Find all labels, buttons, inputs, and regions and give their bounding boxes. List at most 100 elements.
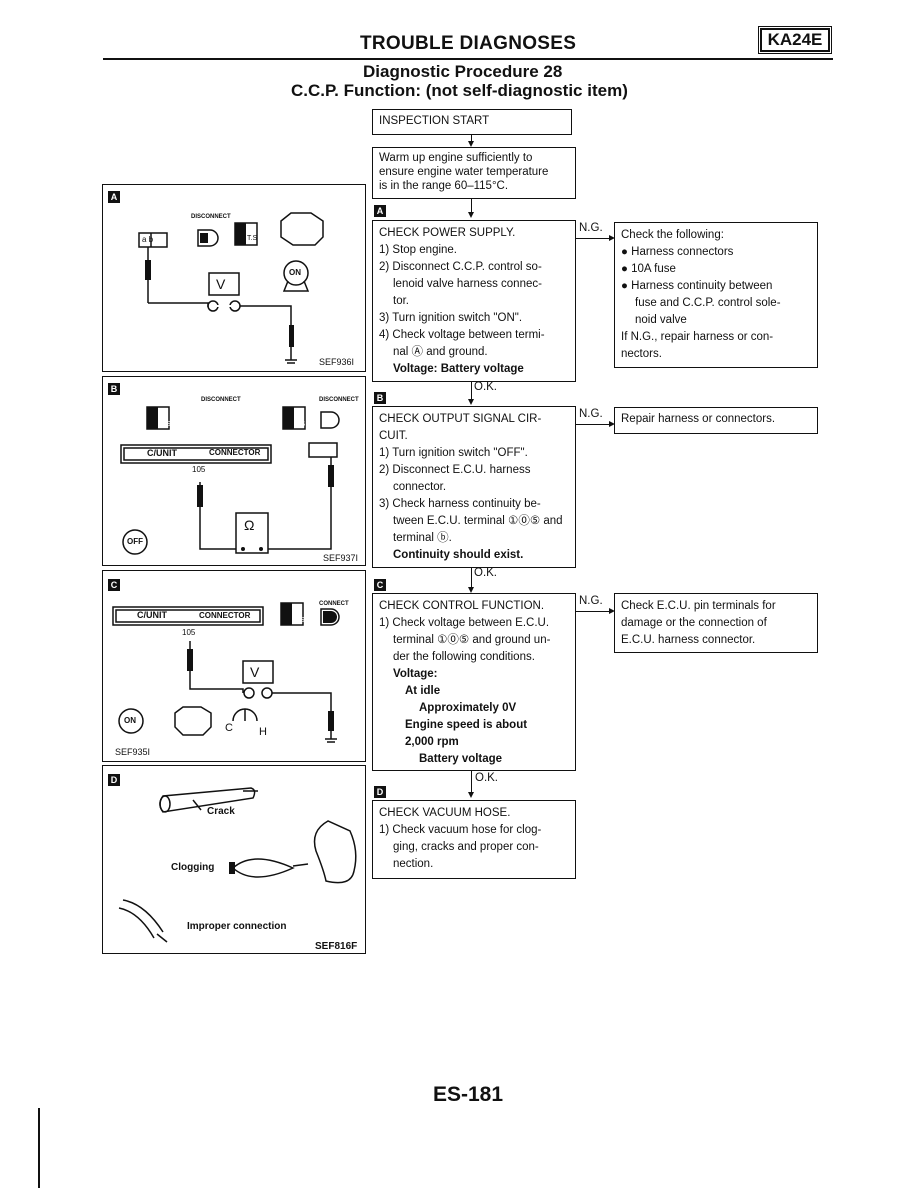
- step-a-line: 2) Disconnect C.C.P. control so-: [379, 261, 542, 273]
- figure-code: SEF936I: [319, 357, 355, 367]
- connector-line: [576, 238, 610, 239]
- step-a-line: 4) Check voltage between termi-: [379, 329, 545, 341]
- step-d-box: CHECK VACUUM HOSE. 1) Check vacuum hose …: [372, 800, 576, 879]
- figure-d-diagram: [118, 787, 357, 943]
- header-rule: [103, 58, 833, 60]
- step-a-line: 1) Stop engine.: [379, 244, 458, 256]
- step-d-line: 1) Check vacuum hose for clog-: [379, 824, 542, 836]
- ng-a-line: fuse and C.C.P. control sole-: [635, 297, 781, 309]
- inspection-start-label: INSPECTION START: [379, 115, 490, 127]
- step-a-ng-box: Check the following: ● Harness connector…: [614, 222, 818, 368]
- ng-a-line: Check the following:: [621, 229, 724, 241]
- figure-a-diagram: [138, 212, 324, 364]
- control-unit-label: C/UNIT: [137, 610, 167, 620]
- step-b-line: tween E.C.U. terminal ①⓪⑤ and: [393, 515, 563, 527]
- step-b-box: CHECK OUTPUT SIGNAL CIR- CUIT. 1) Turn i…: [372, 406, 576, 568]
- connector-line: [471, 135, 472, 144]
- arrow-down-icon: [468, 792, 474, 798]
- step-b-line: terminal ⓑ.: [393, 532, 452, 544]
- ng-label: N.G.: [579, 408, 603, 420]
- key-on-label: ON: [124, 716, 136, 725]
- step-c-result: Battery voltage: [419, 753, 503, 765]
- key-on-label: ON: [289, 268, 301, 277]
- inspection-start-box: INSPECTION START: [372, 109, 572, 135]
- margin-rule: [38, 1108, 40, 1188]
- gauge-cold-label: C: [225, 722, 233, 734]
- step-d-line: nection.: [393, 858, 434, 870]
- ohmmeter-icon: Ω: [244, 517, 255, 533]
- connector-line: [471, 382, 472, 402]
- ng-c-line: E.C.U. harness connector.: [621, 634, 756, 646]
- step-c-box: CHECK CONTROL FUNCTION. 1) Check voltage…: [372, 593, 576, 771]
- step-c-result: At idle: [405, 685, 441, 697]
- ng-c-line: damage or the connection of: [621, 617, 767, 629]
- page-number: ES-181: [433, 1083, 504, 1106]
- step-c-result: Approximately 0V: [419, 702, 517, 714]
- step-b-line: CUIT.: [379, 430, 408, 442]
- ng-a-line: ● Harness connectors: [621, 246, 734, 258]
- figure-b-panel: B DISCONNECT DISCONNECT C/UNIT CONNECTOR…: [102, 376, 366, 566]
- figure-code: SEF937I: [323, 553, 359, 563]
- ng-label: N.G.: [579, 222, 603, 234]
- ng-b-line: Repair harness or connectors.: [621, 413, 776, 425]
- key-off-label: OFF: [127, 537, 143, 546]
- arrow-down-icon: [468, 141, 474, 147]
- step-b-result: Continuity should exist.: [393, 549, 524, 561]
- pin-label: 105: [182, 628, 196, 637]
- warmup-box: Warm up engine sufficiently to ensure en…: [372, 147, 576, 199]
- connect-label: CONNECT: [319, 601, 349, 607]
- connector-line: [471, 771, 472, 795]
- arrow-right-icon: [609, 235, 615, 241]
- improper-connection-label: Improper connection: [187, 921, 287, 932]
- ts-label: T.S: [295, 421, 306, 428]
- connector-line: [471, 568, 472, 590]
- figure-c-panel: C CONNECT C/UNIT CONNECTOR 105 V ON H.: [102, 570, 366, 762]
- warmup-line: Warm up engine sufficiently to: [379, 152, 533, 164]
- gauge-hot-label: H: [259, 726, 267, 738]
- figure-tag-a: A: [108, 191, 120, 203]
- figure-b-diagram: [120, 406, 340, 555]
- ng-a-line: nectors.: [621, 348, 662, 360]
- step-c-ng-box: Check E.C.U. pin terminals for damage or…: [614, 593, 818, 653]
- step-d-line: ging, cracks and proper con-: [393, 841, 539, 853]
- figure-tag-c: C: [108, 579, 120, 591]
- step-b-line: 1) Turn ignition switch "OFF".: [379, 447, 528, 459]
- disconnect-label: DISCONNECT: [319, 397, 359, 403]
- disconnect-label: DISCONNECT: [201, 397, 241, 403]
- step-a-line: CHECK POWER SUPPLY.: [379, 227, 516, 239]
- figure-tag-d: D: [108, 774, 120, 786]
- step-b-line: 3) Check harness continuity be-: [379, 498, 541, 510]
- ng-a-line: noid valve: [635, 314, 687, 326]
- step-d-line: CHECK VACUUM HOSE.: [379, 807, 511, 819]
- control-unit-label: C/UNIT: [147, 448, 177, 458]
- figure-code: SEF816F: [315, 941, 358, 952]
- voltmeter-icon: V: [250, 664, 260, 680]
- arrow-down-icon: [468, 212, 474, 218]
- step-a-box: CHECK POWER SUPPLY. 1) Stop engine. 2) D…: [372, 220, 576, 382]
- figure-a-panel: A DISCONNECT a b V ON T.S SEF936I: [102, 184, 366, 372]
- step-tag-a: A: [374, 205, 386, 217]
- step-b-line: CHECK OUTPUT SIGNAL CIR-: [379, 413, 542, 425]
- arrow-down-icon: [468, 587, 474, 593]
- figure-code: SEF935I: [115, 747, 151, 757]
- ok-label: O.K.: [474, 381, 498, 393]
- ng-a-line: ● 10A fuse: [621, 263, 676, 275]
- step-b-line: connector.: [393, 481, 447, 493]
- step-b-ng-box: Repair harness or connectors.: [614, 407, 818, 434]
- step-c-line: der the following conditions.: [393, 651, 535, 663]
- step-c-line: 1) Check voltage between E.C.U.: [379, 617, 550, 629]
- terminal-label: a b: [142, 235, 154, 244]
- page-title: TROUBLE DIAGNOSES: [360, 33, 577, 54]
- figure-tag-b: B: [108, 383, 120, 395]
- step-c-result: 2,000 rpm: [405, 736, 459, 748]
- connector-line: [576, 611, 610, 612]
- step-a-line: lenoid valve harness connec-: [393, 278, 542, 290]
- arrow-right-icon: [609, 608, 615, 614]
- crack-label: Crack: [207, 806, 235, 817]
- step-a-line: 3) Turn ignition switch "ON".: [379, 312, 523, 324]
- step-c-result: Engine speed is about: [405, 719, 528, 731]
- procedure-subtitle: C.C.P. Function: (not self-diagnostic it…: [291, 81, 628, 100]
- connector-label: CONNECTOR: [199, 611, 251, 620]
- ok-label: O.K.: [475, 772, 499, 784]
- disconnect-label: DISCONNECT: [191, 214, 231, 220]
